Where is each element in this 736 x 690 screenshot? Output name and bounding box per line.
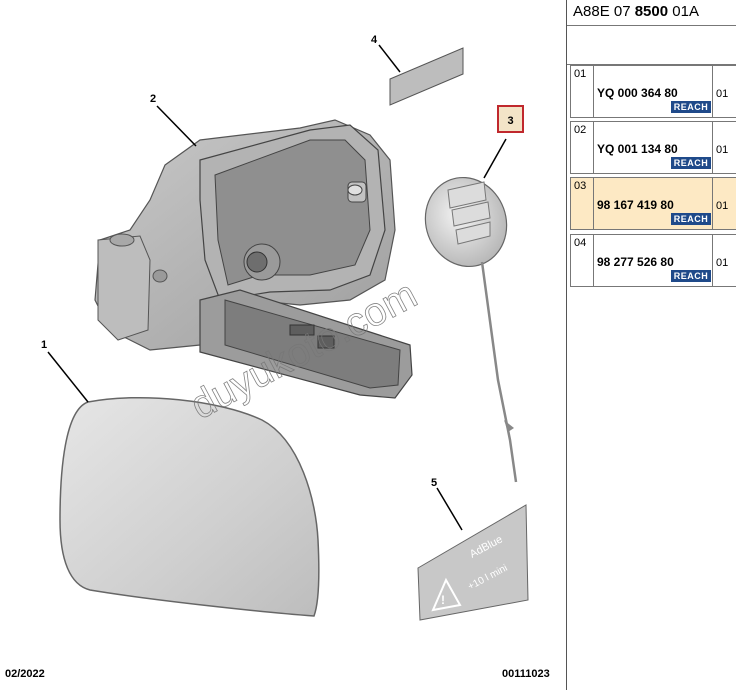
leader-line-4 bbox=[378, 44, 401, 73]
reach-badge: REACH bbox=[671, 213, 711, 225]
parts-list-panel: A88E 07 8500 01A 01 YQ 000 364 80 REACH … bbox=[566, 0, 736, 690]
callout-5: 5 bbox=[431, 477, 437, 489]
footer-drawing-number: 00111023 bbox=[502, 668, 550, 680]
ref-suffix: 01A bbox=[672, 3, 699, 20]
reach-badge: REACH bbox=[671, 157, 711, 169]
column-divider bbox=[593, 66, 594, 117]
footer-date: 02/2022 bbox=[5, 668, 45, 680]
row-index: 04 bbox=[574, 237, 587, 249]
row-index: 01 bbox=[574, 68, 587, 80]
callout-1: 1 bbox=[41, 339, 47, 351]
leader-line-2 bbox=[156, 105, 197, 147]
part-row-02[interactable]: 02 YQ 001 134 80 REACH 01 bbox=[570, 121, 736, 174]
part-number[interactable]: YQ 000 364 80 bbox=[597, 86, 678, 100]
column-divider bbox=[593, 122, 594, 173]
part-number[interactable]: 98 167 419 80 bbox=[597, 198, 674, 212]
row-quantity: 01 bbox=[716, 200, 729, 212]
ref-prefix: A88E 07 bbox=[573, 3, 631, 20]
fuel-cap bbox=[424, 176, 518, 483]
reference-header: A88E 07 8500 01A bbox=[573, 3, 699, 20]
header-divider bbox=[567, 25, 736, 26]
reach-badge: REACH bbox=[671, 270, 711, 282]
part-number[interactable]: 98 277 526 80 bbox=[597, 255, 674, 269]
callout-3[interactable]: 3 bbox=[507, 115, 513, 127]
column-divider bbox=[712, 66, 713, 117]
callout-4: 4 bbox=[371, 34, 378, 46]
part-row-03[interactable]: 03 98 167 419 80 REACH 01 bbox=[570, 177, 736, 230]
row-index: 02 bbox=[574, 124, 587, 136]
leader-line-5 bbox=[436, 487, 463, 531]
part-number[interactable]: YQ 001 134 80 bbox=[597, 142, 678, 156]
header-divider bbox=[567, 64, 736, 65]
parts-diagram: ! AdBlue +10 l mini 1 2 3 4 5 duyukoto.c… bbox=[41, 34, 529, 621]
row-quantity: 01 bbox=[716, 144, 729, 156]
fuel-filler-housing bbox=[94, 119, 413, 399]
reach-badge: REACH bbox=[671, 101, 711, 113]
callout-2: 2 bbox=[150, 93, 156, 105]
column-divider bbox=[712, 122, 713, 173]
svg-text:!: ! bbox=[441, 593, 445, 607]
label-strip bbox=[389, 47, 464, 106]
column-divider bbox=[712, 235, 713, 286]
callout-3-frame bbox=[497, 105, 524, 133]
row-index: 03 bbox=[574, 180, 587, 192]
column-divider bbox=[593, 235, 594, 286]
fuel-flap-door bbox=[59, 396, 320, 617]
leader-line-1 bbox=[47, 351, 89, 403]
part-row-04[interactable]: 04 98 277 526 80 REACH 01 bbox=[570, 234, 736, 287]
adblue-warning-label: ! AdBlue +10 l mini bbox=[417, 504, 529, 621]
part-row-01[interactable]: 01 YQ 000 364 80 REACH 01 bbox=[570, 65, 736, 118]
row-quantity: 01 bbox=[716, 88, 729, 100]
row-quantity: 01 bbox=[716, 257, 729, 269]
ref-bold: 8500 bbox=[634, 3, 669, 20]
column-divider bbox=[712, 178, 713, 229]
leader-line-3 bbox=[483, 138, 507, 179]
column-divider bbox=[593, 178, 594, 229]
